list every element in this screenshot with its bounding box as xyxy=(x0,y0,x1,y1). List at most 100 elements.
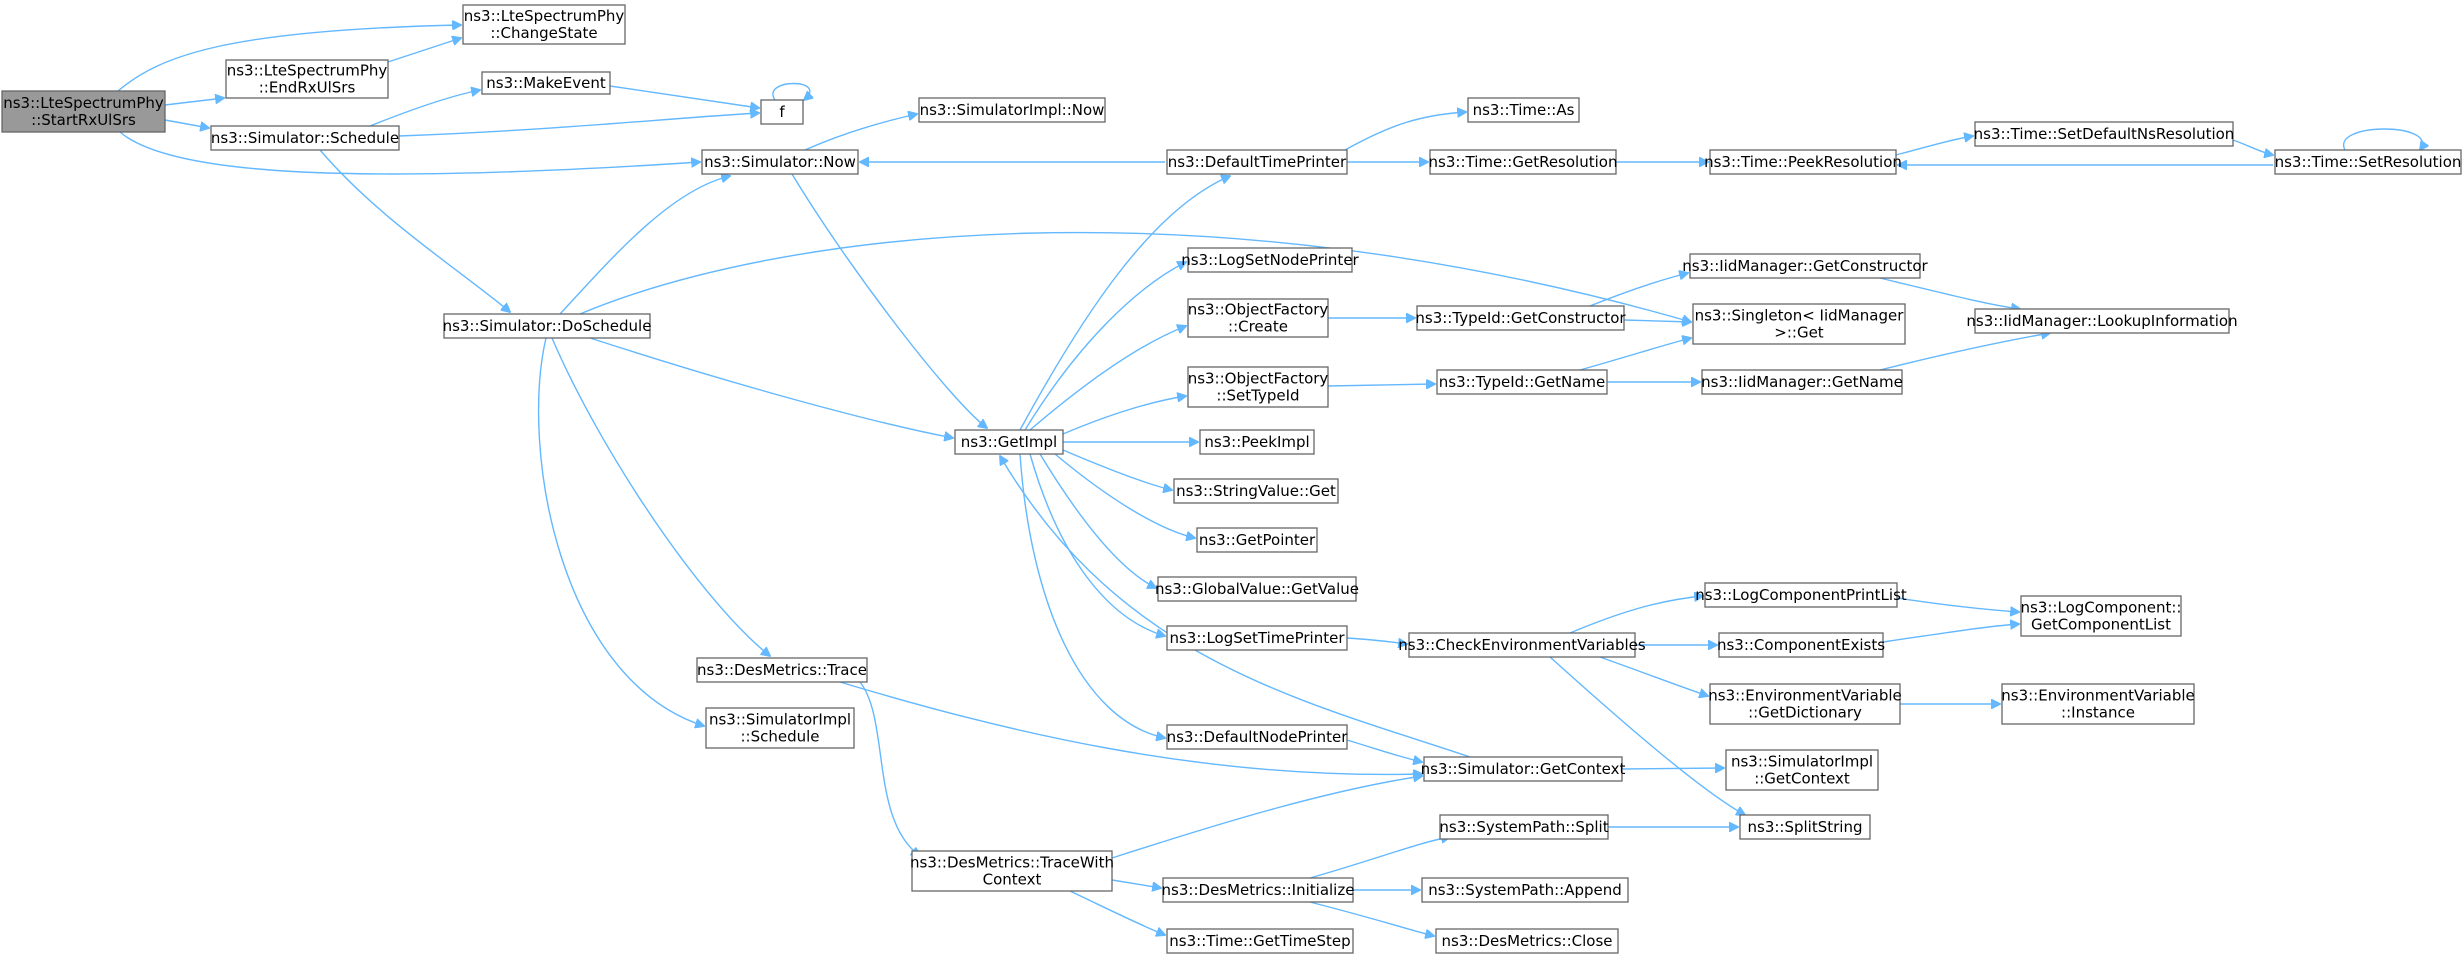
node-label: ns3::TypeId::GetConstructor xyxy=(1415,309,1626,327)
node-box xyxy=(1435,928,1619,954)
node-label: ::StartRxUlSrs xyxy=(31,111,136,129)
node-typeidgetname[interactable]: ns3::TypeId::GetName xyxy=(1436,369,1608,395)
node-label: ns3::ObjectFactory xyxy=(1188,301,1329,319)
node-box xyxy=(2020,595,2182,637)
node-box xyxy=(911,850,1113,892)
node-makeevent[interactable]: ns3::MakeEvent xyxy=(481,71,611,95)
edge-desinit-desclose xyxy=(1309,901,1434,936)
node-objfactorycreate[interactable]: ns3::ObjectFactory::Create xyxy=(1187,298,1329,338)
edge-objfactorysettypeid-typeidgetname xyxy=(1327,384,1435,386)
edge-getimpl-globalvaluegetvalue xyxy=(1039,453,1156,588)
node-label: ns3::LogSetTimePrinter xyxy=(1169,629,1345,647)
node-label: ns3::GlobalValue::GetValue xyxy=(1155,580,1359,598)
node-logsettimeprinter[interactable]: ns3::LogSetTimePrinter xyxy=(1166,625,1348,651)
node-desinit[interactable]: ns3::DesMetrics::Initialize xyxy=(1162,877,1355,903)
node-simgetcontext[interactable]: ns3::Simulator::GetContext xyxy=(1421,756,1626,782)
node-simimplschedule[interactable]: ns3::SimulatorImpl::Schedule xyxy=(705,707,855,749)
node-setresolution[interactable]: ns3::Time::SetResolution xyxy=(2274,149,2462,175)
node-setdefaultns[interactable]: ns3::Time::SetDefaultNsResolution xyxy=(1974,121,2235,147)
node-logcompprintlist[interactable]: ns3::LogComponentPrintList xyxy=(1695,582,1907,608)
node-f[interactable]: f xyxy=(760,99,804,125)
node-box xyxy=(918,97,1106,123)
node-endrx[interactable]: ns3::LteSpectrumPhy::EndRxUlSrs xyxy=(225,59,389,99)
edge-doschedule-desmetricstrace xyxy=(551,337,770,656)
node-label: ns3::Simulator::Schedule xyxy=(211,129,399,147)
node-splitstring[interactable]: ns3::SplitString xyxy=(1739,814,1871,840)
node-label: ns3::DesMetrics::TraceWith xyxy=(910,854,1114,872)
node-desmetricstrace[interactable]: ns3::DesMetrics::Trace xyxy=(696,657,868,683)
node-label: ns3::Singleton< IidManager xyxy=(1695,307,1905,325)
node-defaulttimeprinter[interactable]: ns3::DefaultTimePrinter xyxy=(1166,149,1348,175)
node-box xyxy=(210,125,400,151)
node-componentexists[interactable]: ns3::ComponentExists xyxy=(1717,632,1885,658)
node-logcompgetlist[interactable]: ns3::LogComponent::GetComponentList xyxy=(2020,595,2182,637)
edge-iidgetconstructor-lookupinfo xyxy=(1879,277,2020,309)
node-root[interactable]: ns3::LteSpectrumPhy::StartRxUlSrs xyxy=(1,90,166,133)
node-checkenv[interactable]: ns3::CheckEnvironmentVariables xyxy=(1398,632,1646,658)
node-timeas[interactable]: ns3::Time::As xyxy=(1467,97,1580,123)
node-globalvaluegetvalue[interactable]: ns3::GlobalValue::GetValue xyxy=(1155,576,1359,602)
edge-getimpl-defaulttimeprinter xyxy=(1019,176,1230,431)
edge-doschedule-simimplschedule xyxy=(537,337,704,726)
edge-getimpl-objfactorycreate xyxy=(1029,326,1186,431)
node-box xyxy=(1166,149,1348,175)
node-label: ns3::Time::As xyxy=(1473,101,1575,119)
node-desclose[interactable]: ns3::DesMetrics::Close xyxy=(1435,928,1619,954)
node-typeidgetconstructor[interactable]: ns3::TypeId::GetConstructor xyxy=(1415,305,1626,331)
node-singletonget[interactable]: ns3::Singleton< IidManager >::Get xyxy=(1692,303,1906,345)
node-box xyxy=(1162,877,1354,903)
node-doschedule[interactable]: ns3::Simulator::DoSchedule xyxy=(443,313,652,339)
edge-logsettimeprinter-checkenv xyxy=(1346,637,1407,644)
edge-endrx-changestate xyxy=(387,38,461,63)
node-logsetnodeprinter[interactable]: ns3::LogSetNodePrinter xyxy=(1181,247,1360,273)
node-label: ns3::EnvironmentVariable xyxy=(2001,687,2194,705)
node-box xyxy=(1739,814,1871,840)
node-box xyxy=(1408,632,1636,658)
node-box xyxy=(2001,683,2195,725)
node-box xyxy=(1,90,166,133)
node-label: ::Schedule xyxy=(740,728,819,746)
node-label: ::EndRxUlSrs xyxy=(259,79,356,97)
edge-setdefaultns-setresolution xyxy=(2232,139,2273,155)
node-schedule[interactable]: ns3::Simulator::Schedule xyxy=(210,125,400,151)
edge-getimpl-logsettimeprinter xyxy=(1029,453,1165,636)
edge-getimpl-logsetnodeprinter xyxy=(1024,262,1186,431)
node-getpointer[interactable]: ns3::GetPointer xyxy=(1196,527,1318,553)
node-envgetdict[interactable]: ns3::EnvironmentVariable::GetDictionary xyxy=(1708,683,1902,725)
node-box xyxy=(1416,305,1625,331)
node-getresolution[interactable]: ns3::Time::GetResolution xyxy=(1429,149,1618,175)
node-syspathappend[interactable]: ns3::SystemPath::Append xyxy=(1421,877,1629,903)
node-getimpl[interactable]: ns3::GetImpl xyxy=(954,429,1064,455)
node-box xyxy=(443,313,651,339)
edge-getimpl-getpointer xyxy=(1054,453,1195,538)
node-box xyxy=(701,149,859,175)
node-lookupinfo[interactable]: ns3::IidManager::LookupInformation xyxy=(1966,308,2238,334)
node-label: Context xyxy=(983,871,1042,889)
node-defaultnodeprinter[interactable]: ns3::DefaultNodePrinter xyxy=(1166,724,1349,750)
node-label: ns3::Simulator::DoSchedule xyxy=(443,317,652,335)
edge-root-changestate xyxy=(117,25,461,92)
node-label: ns3::DesMetrics::Initialize xyxy=(1162,881,1355,899)
node-iidgetconstructor[interactable]: ns3::IidManager::GetConstructor xyxy=(1682,253,1929,279)
node-gettimestep[interactable]: ns3::Time::GetTimeStep xyxy=(1166,928,1354,954)
node-syspathsplit[interactable]: ns3::SystemPath::Split xyxy=(1439,814,1609,840)
edge-doschedule-getimpl xyxy=(589,337,953,438)
node-changestate[interactable]: ns3::LteSpectrumPhy::ChangeState xyxy=(462,4,626,45)
edge-typeidgetname-singleton xyxy=(1579,338,1691,371)
node-box xyxy=(1187,298,1329,338)
edge-doschedule-simnow xyxy=(559,176,730,315)
node-objfactorysettypeid[interactable]: ns3::ObjectFactory::SetTypeId xyxy=(1187,366,1329,408)
node-envinstance[interactable]: ns3::EnvironmentVariable::Instance xyxy=(2001,683,2195,725)
edge-checkenv-splitstring xyxy=(1549,656,1745,815)
node-simimplgetcontext[interactable]: ns3::SimulatorImpl::GetContext xyxy=(1725,749,1879,791)
node-stringvalueget[interactable]: ns3::StringValue::Get xyxy=(1173,478,1339,504)
node-iidgetname[interactable]: ns3::IidManager::GetName xyxy=(1701,369,1903,395)
node-label: ns3::Simulator::GetContext xyxy=(1421,760,1626,778)
node-label: ::GetDictionary xyxy=(1748,704,1862,722)
node-simnow[interactable]: ns3::Simulator::Now xyxy=(701,149,859,175)
node-peekimpl[interactable]: ns3::PeekImpl xyxy=(1199,429,1315,455)
node-simimplnow[interactable]: ns3::SimulatorImpl::Now xyxy=(918,97,1106,123)
node-label: ns3::SplitString xyxy=(1748,818,1863,836)
node-peekresolution[interactable]: ns3::Time::PeekResolution xyxy=(1704,149,1902,175)
